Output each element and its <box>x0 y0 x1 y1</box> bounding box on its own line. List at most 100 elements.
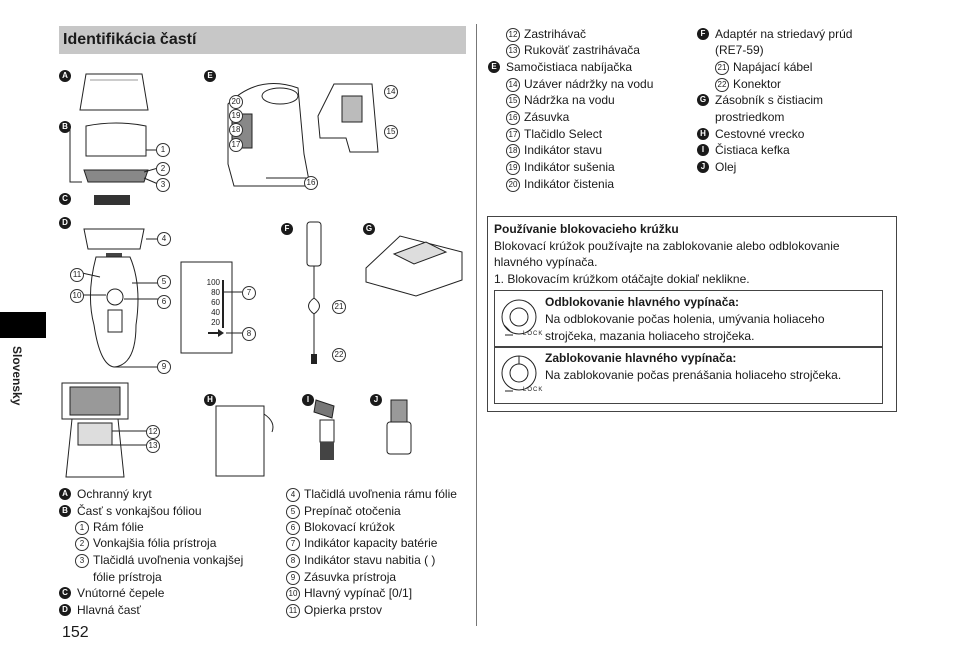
legend-text: Indikátor stavu nabitia ( ) <box>304 553 436 567</box>
lock-text: Na zablokovanie počas prenášania holiace… <box>545 368 842 382</box>
lock-ring-heading: Používanie blokovacieho krúžku <box>494 222 679 236</box>
gauge-value: 100 <box>206 278 220 287</box>
cleaning-cartridge-illustration <box>365 235 463 297</box>
language-tab-marker <box>0 312 46 338</box>
callout-12: 12 <box>146 425 160 439</box>
legend-mark: 5 <box>286 505 300 519</box>
protective-cap-illustration <box>79 73 149 111</box>
legend-mark: 18 <box>506 144 520 158</box>
legend-text: Tlačidlo Select <box>524 127 603 141</box>
legend-text: Napájací kábel <box>733 60 813 74</box>
legend-text: Indikátor stavu <box>524 143 603 157</box>
legend-text: (RE7-59) <box>715 43 764 57</box>
lock-ring-info-box: Používanie blokovacieho krúžku Blokovací… <box>487 216 897 412</box>
legend-mark: 21 <box>715 61 729 75</box>
label-g: G <box>363 223 375 235</box>
callout-10: 10 <box>70 289 84 303</box>
unlock-dial-icon <box>501 299 537 336</box>
gauge-value: 80 <box>211 288 220 297</box>
lock-dial-icon <box>501 355 537 392</box>
water-tank-illustration <box>317 83 379 153</box>
legend-mark: 19 <box>506 161 520 175</box>
legend-mark: 14 <box>506 78 520 92</box>
language-label: Slovensky <box>10 346 24 406</box>
legend-mark: 10 <box>286 587 300 601</box>
callout-13: 13 <box>146 439 160 453</box>
legend-text: Zásobník s čistiacim <box>715 93 824 107</box>
section-title-bar: Identifikácia častí <box>59 26 466 54</box>
callout-5: 5 <box>157 275 171 289</box>
legend-text: Indikátor čistenia <box>524 177 615 191</box>
legend-text: Konektor <box>733 77 782 91</box>
callout-6: 6 <box>157 295 171 309</box>
legend-text: Zastrihávač <box>524 27 587 41</box>
legend-text: Časť s vonkajšou fóliou <box>77 504 202 518</box>
legend-mark: 3 <box>75 554 89 568</box>
legend-text: Vonkajšia fólia prístroja <box>93 536 217 550</box>
legend-text: Prepínač otočenia <box>304 504 401 518</box>
gauge-value: 20 <box>211 318 220 327</box>
legend-text: Nádržka na vodu <box>524 93 615 107</box>
legend-text: Zásuvka <box>524 110 570 124</box>
legend-text: Olej <box>715 160 737 174</box>
foil-section-illustration <box>69 122 159 185</box>
label-j: J <box>370 394 382 406</box>
legend-mark: C <box>59 587 71 599</box>
oil-bottle-illustration <box>386 399 412 455</box>
callout-4: 4 <box>157 232 171 246</box>
callout-9: 9 <box>157 360 171 374</box>
legend-mark: 15 <box>506 94 520 108</box>
legend-mark: J <box>697 161 709 173</box>
legend-text: Hlavná časť <box>77 603 141 617</box>
legend-text: Indikátor sušenia <box>524 160 615 174</box>
callout-17: 17 <box>229 138 243 152</box>
unlock-panel: LOCK Odblokovanie hlavného vypínača: Na … <box>494 290 883 348</box>
legend-mark: 6 <box>286 521 300 535</box>
battery-gauge-scale: 100 80 60 40 20 <box>204 278 220 328</box>
legend-text: Indikátor kapacity batérie <box>304 536 438 550</box>
legend-mark: 4 <box>286 488 300 502</box>
callout-16: 16 <box>304 176 318 190</box>
label-b: B <box>59 121 71 133</box>
legend-mark: 17 <box>506 128 520 142</box>
label-d: D <box>59 217 71 229</box>
battery-gauge-bars <box>208 280 242 337</box>
legend-mark: 7 <box>286 537 300 551</box>
language-tab: Slovensky <box>0 312 46 612</box>
legend-text: Rukoväť zastrihávača <box>524 43 640 57</box>
legend-text: Adaptér na striedavý prúd <box>715 27 853 41</box>
unlock-title: Odblokovanie hlavného vypínača: <box>545 295 740 309</box>
legend-text: Čistiaca kefka <box>715 143 790 157</box>
label-i: I <box>302 394 314 406</box>
ac-adaptor-illustration <box>306 221 322 364</box>
legend-mark: G <box>697 94 709 106</box>
legend-mark: 13 <box>506 44 520 58</box>
callout-20: 20 <box>229 95 243 109</box>
legend-text: Vnútorné čepele <box>77 586 165 600</box>
lock-title: Zablokovanie hlavného vypínača: <box>545 351 737 365</box>
legend-mark: D <box>59 604 71 616</box>
lock-ring-intro-line1: Blokovací krúžok používajte na zablokova… <box>494 239 840 253</box>
label-h: H <box>204 394 216 406</box>
legend-mark: 20 <box>506 178 520 192</box>
legend-text: Blokovací krúžok <box>304 520 395 534</box>
cleaning-brush-illustration <box>313 399 335 460</box>
legend-text: Cestovné vrecko <box>715 127 805 141</box>
callout-14: 14 <box>384 85 398 99</box>
inner-blades-illustration <box>94 195 130 205</box>
lock-dial-label: LOCK <box>523 387 544 393</box>
main-body-illustration <box>81 228 160 368</box>
legend-mark: 8 <box>286 554 300 568</box>
legend-text: Tlačidlá uvoľnenia rámu fólie <box>304 487 457 501</box>
callout-3: 3 <box>156 178 170 192</box>
lock-panel: LOCK Zablokovanie hlavného vypínača: Na … <box>494 346 883 404</box>
page-title: Identifikácia častí <box>63 31 197 48</box>
legend-mark: 11 <box>286 604 300 618</box>
legend-mark: 16 <box>506 111 520 125</box>
gauge-value: 40 <box>211 308 220 317</box>
label-a: A <box>59 70 71 82</box>
label-c: C <box>59 193 71 205</box>
callout-18: 18 <box>229 123 243 137</box>
legend-mark: 1 <box>75 521 89 535</box>
legend-mark: B <box>59 505 71 517</box>
